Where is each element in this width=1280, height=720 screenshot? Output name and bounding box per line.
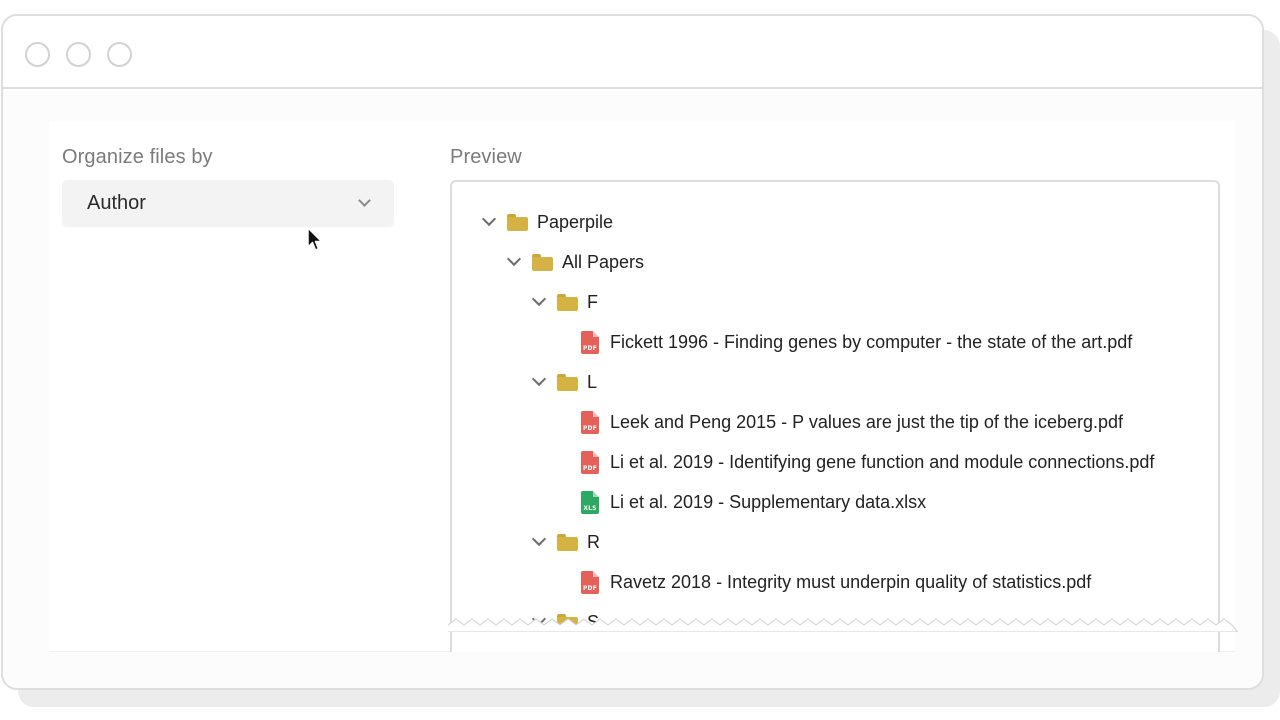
tree-folder-row[interactable]: L bbox=[531, 367, 597, 397]
chevron-down-icon[interactable] bbox=[531, 535, 545, 549]
xls-file-icon: XLS bbox=[581, 490, 599, 514]
file-label: Li et al. 2019 - Supplementary data.xlsx bbox=[610, 491, 927, 512]
preview-label: Preview bbox=[450, 146, 522, 168]
folder-icon bbox=[557, 373, 578, 391]
folder-icon bbox=[557, 533, 578, 551]
folder-label: Paperpile bbox=[537, 211, 614, 232]
file-label: Fickett 1996 - Finding genes by computer… bbox=[610, 331, 1133, 352]
tree-file-row[interactable]: PDF Fickett 1996 - Finding genes by compu… bbox=[581, 327, 1132, 357]
pdf-file-icon: PDF bbox=[581, 570, 599, 594]
chevron-down-icon[interactable] bbox=[506, 255, 520, 269]
organize-files-label: Organize files by bbox=[62, 146, 213, 168]
settings-panel: Organize files by Author Preview Paperpi… bbox=[49, 121, 1238, 652]
folder-label: F bbox=[587, 291, 598, 312]
tree-file-row[interactable]: PDF Ravetz 2018 - Integrity must underpin… bbox=[581, 567, 1091, 597]
folder-label: R bbox=[587, 531, 600, 552]
pdf-file-icon: PDF bbox=[581, 410, 599, 434]
folder-icon bbox=[557, 293, 578, 311]
pdf-file-icon: PDF bbox=[581, 450, 599, 474]
mouse-pointer-icon bbox=[307, 227, 323, 251]
tree-folder-row[interactable]: Paperpile bbox=[481, 207, 613, 237]
chevron-down-icon[interactable] bbox=[531, 295, 545, 309]
tree-file-row[interactable]: PDF Leek and Peng 2015 - P values are jus… bbox=[581, 407, 1123, 437]
tree-file-row[interactable]: XLS Li et al. 2019 - Supplementary data.x… bbox=[581, 487, 926, 517]
tree-file-row[interactable]: PDF Li et al. 2019 - Identifying gene fun… bbox=[581, 447, 1154, 477]
folder-label: L bbox=[587, 371, 598, 392]
content-area: Organize files by Author Preview Paperpi… bbox=[3, 91, 1262, 688]
title-bar bbox=[3, 16, 1262, 89]
file-label: Leek and Peng 2015 - P values are just t… bbox=[610, 411, 1124, 432]
close-window-button[interactable] bbox=[25, 42, 50, 67]
tree-folder-row[interactable]: All Papers bbox=[506, 247, 644, 277]
minimize-window-button[interactable] bbox=[66, 42, 91, 67]
torn-edge-divider bbox=[448, 618, 1238, 632]
tree-folder-row[interactable]: F bbox=[531, 287, 598, 317]
folder-icon bbox=[507, 213, 528, 231]
organize-by-select[interactable]: Author bbox=[62, 180, 394, 227]
chevron-down-icon[interactable] bbox=[481, 215, 495, 229]
file-label: Ravetz 2018 - Integrity must underpin qu… bbox=[610, 571, 1092, 592]
tree-folder-row[interactable]: R bbox=[531, 527, 600, 557]
pdf-file-icon: PDF bbox=[581, 330, 599, 354]
app-window: Organize files by Author Preview Paperpi… bbox=[1, 14, 1264, 690]
chevron-down-icon[interactable] bbox=[531, 375, 545, 389]
organize-by-value: Author bbox=[87, 192, 146, 214]
chevron-down-icon bbox=[358, 194, 371, 207]
folder-icon bbox=[532, 253, 553, 271]
folder-label: All Papers bbox=[562, 251, 645, 272]
maximize-window-button[interactable] bbox=[107, 42, 132, 67]
file-label: Li et al. 2019 - Identifying gene functi… bbox=[610, 451, 1155, 472]
